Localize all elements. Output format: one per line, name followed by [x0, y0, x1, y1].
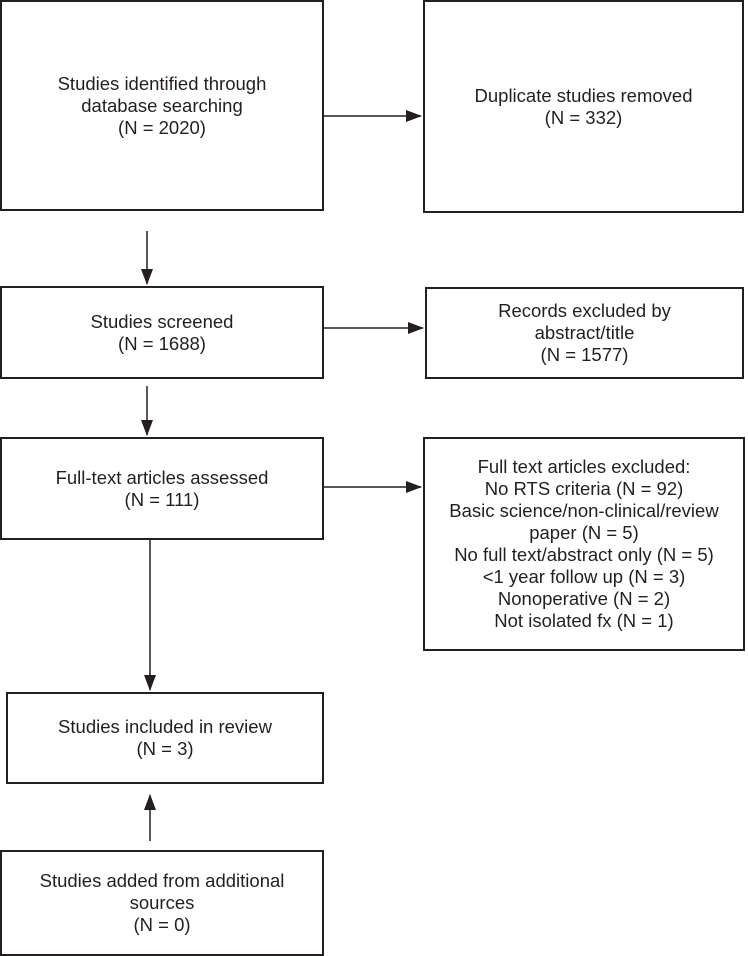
box-additional-line-2: sources	[129, 892, 195, 913]
box-excluded-abstract-line-2: abstract/title	[534, 322, 635, 343]
box-additional-line-3: (N = 0)	[133, 914, 191, 935]
box-excluded-fulltext-line-7: Nonoperative (N = 2)	[497, 588, 671, 609]
box-identified-line-2: database searching	[81, 94, 243, 116]
box-screened: Studies screened (N = 1688)	[0, 286, 324, 379]
box-identified-line-3: (N = 2020)	[118, 116, 206, 138]
box-additional-line-1: Studies added from additional	[39, 870, 285, 891]
box-excluded-fulltext-line-2: No RTS criteria (N = 92)	[484, 478, 684, 499]
box-identified: Studies identified through database sear…	[0, 0, 324, 211]
box-duplicates-removed: Duplicate studies removed (N = 332)	[423, 0, 744, 213]
box-included: Studies included in review (N = 3)	[6, 692, 324, 784]
box-duplicates-line-2: (N = 332)	[544, 106, 623, 128]
box-fulltext-line-2: (N = 111)	[124, 488, 200, 510]
box-excluded-fulltext: Full text articles excluded: No RTS crit…	[423, 437, 745, 651]
box-excluded-abstract-line-3: (N = 1577)	[540, 344, 629, 365]
box-included-line-2: (N = 3)	[136, 738, 194, 759]
box-excluded-fulltext-line-1: Full text articles excluded:	[477, 456, 691, 477]
box-excluded-fulltext-line-5: No full text/abstract only (N = 5)	[454, 544, 714, 565]
box-fulltext-assessed: Full-text articles assessed (N = 111)	[0, 437, 324, 540]
box-screened-line-1: Studies screened	[90, 310, 234, 332]
box-identified-line-1: Studies identified through	[57, 72, 267, 94]
box-additional-sources: Studies added from additional sources (N…	[0, 850, 324, 956]
box-excluded-fulltext-line-6: <1 year follow up (N = 3)	[482, 566, 686, 587]
box-duplicates-line-1: Duplicate studies removed	[474, 84, 693, 106]
box-fulltext-line-1: Full-text articles assessed	[55, 466, 269, 488]
box-excluded-fulltext-line-4: paper (N = 5)	[529, 522, 639, 543]
box-excluded-abstract: Records excluded by abstract/title (N = …	[425, 287, 744, 379]
box-included-line-1: Studies included in review	[58, 716, 272, 737]
box-excluded-fulltext-line-3: Basic science/non-clinical/review	[449, 500, 719, 521]
box-excluded-fulltext-line-8: Not isolated fx (N = 1)	[494, 610, 674, 631]
box-screened-line-2: (N = 1688)	[118, 332, 206, 354]
box-excluded-abstract-line-1: Records excluded by	[498, 300, 671, 321]
